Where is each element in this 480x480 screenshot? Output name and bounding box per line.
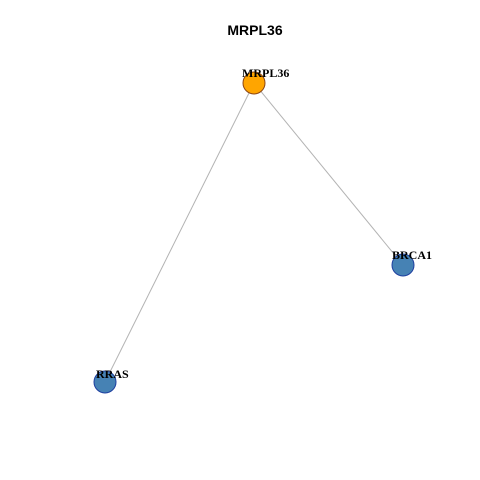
node-mrpl36-label: MRPL36: [242, 66, 289, 80]
node-mrpl36[interactable]: MRPL36: [242, 66, 289, 95]
node-brca1[interactable]: BRCA1: [391, 248, 432, 277]
edge-mrpl36-brca1: [253, 82, 404, 266]
nodes-layer: MRPL36 BRCA1 RRAS: [93, 66, 432, 394]
edges-layer: [104, 82, 404, 383]
edge-mrpl36-rras: [104, 82, 255, 383]
node-brca1-circle: [391, 253, 415, 277]
node-rras-circle: [93, 370, 117, 394]
diagram-title: MRPL36: [227, 22, 282, 38]
node-mrpl36-circle: [242, 71, 266, 95]
node-rras-label: RRAS: [96, 367, 129, 381]
node-rras[interactable]: RRAS: [93, 367, 129, 394]
node-brca1-label: BRCA1: [392, 248, 432, 262]
